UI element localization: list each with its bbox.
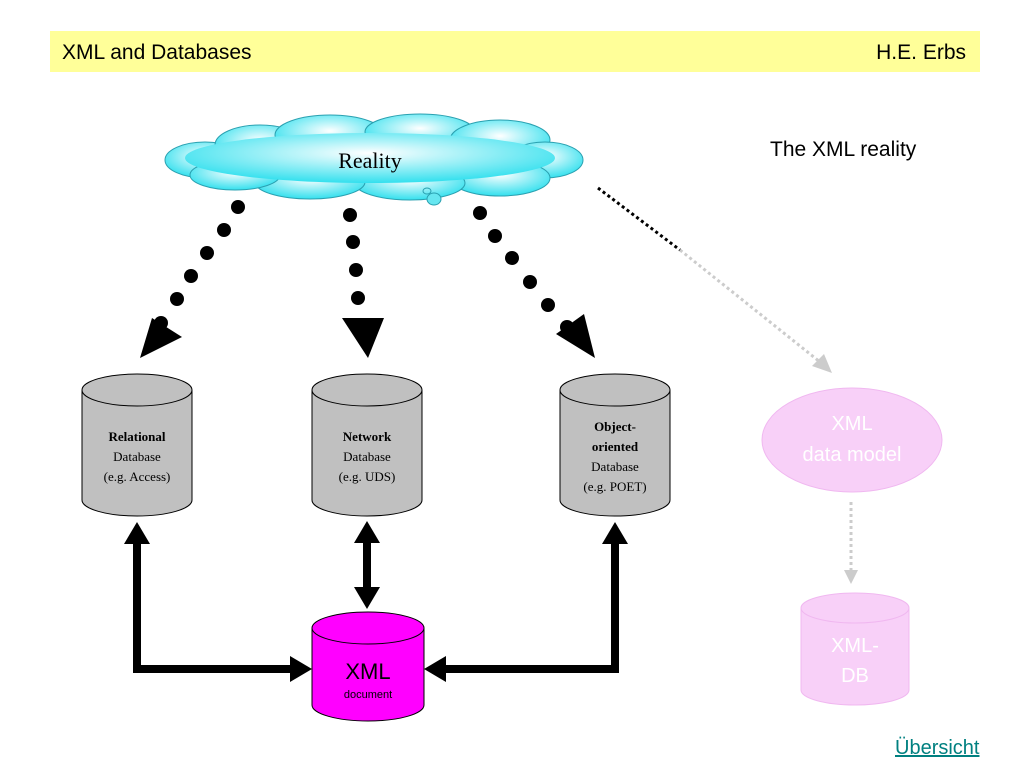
dotted-arrow-object [473, 206, 595, 358]
object-label-1: Object- [594, 419, 636, 434]
slide-title: XML and Databases [62, 41, 252, 64]
network-line2: Database [343, 449, 391, 464]
network-database-cylinder: Network Database (e.g. UDS) [311, 373, 423, 517]
arrow-relational-xml [124, 522, 312, 682]
object-database-cylinder: Object- oriented Database (e.g. POET) [559, 373, 671, 517]
network-label: Network [343, 429, 392, 444]
author-name: H.E. Erbs [876, 41, 966, 64]
xml-db-line1: XML- [831, 635, 879, 657]
xml-data-model-ellipse: XML data model [761, 387, 943, 493]
object-line3: (e.g. POET) [583, 479, 646, 494]
network-line3: (e.g. UDS) [339, 469, 396, 484]
slide-subtitle: The XML reality [770, 138, 917, 161]
reality-cloud: Reality [164, 113, 584, 206]
dotted-arrow-xml-model [597, 186, 832, 373]
relational-line3: (e.g. Access) [104, 469, 171, 484]
xml-model-line1: XML [831, 413, 872, 435]
object-label-2: oriented [592, 439, 639, 454]
dotted-arrow-relational [140, 200, 245, 358]
relational-line2: Database [113, 449, 161, 464]
relational-database-cylinder: Relational Database (e.g. Access) [81, 373, 193, 517]
xml-document-sublabel: document [344, 689, 392, 701]
xml-db-cylinder: XML- DB [800, 592, 910, 706]
xml-document-label: XML [345, 659, 390, 684]
object-line2: Database [591, 459, 639, 474]
xml-document-cylinder: XML document [311, 611, 425, 722]
cloud-label: Reality [338, 148, 402, 173]
relational-label: Relational [108, 429, 165, 444]
dotted-arrow-model-db [844, 502, 858, 584]
arrow-network-xml [354, 521, 380, 609]
overview-link[interactable]: Übersicht [895, 737, 980, 759]
title-bar: XML and Databases H.E. Erbs [50, 31, 980, 72]
dotted-arrow-network [342, 208, 384, 358]
xml-db-line2: DB [841, 665, 869, 687]
arrow-object-xml [424, 522, 628, 682]
xml-model-line2: data model [803, 444, 902, 466]
